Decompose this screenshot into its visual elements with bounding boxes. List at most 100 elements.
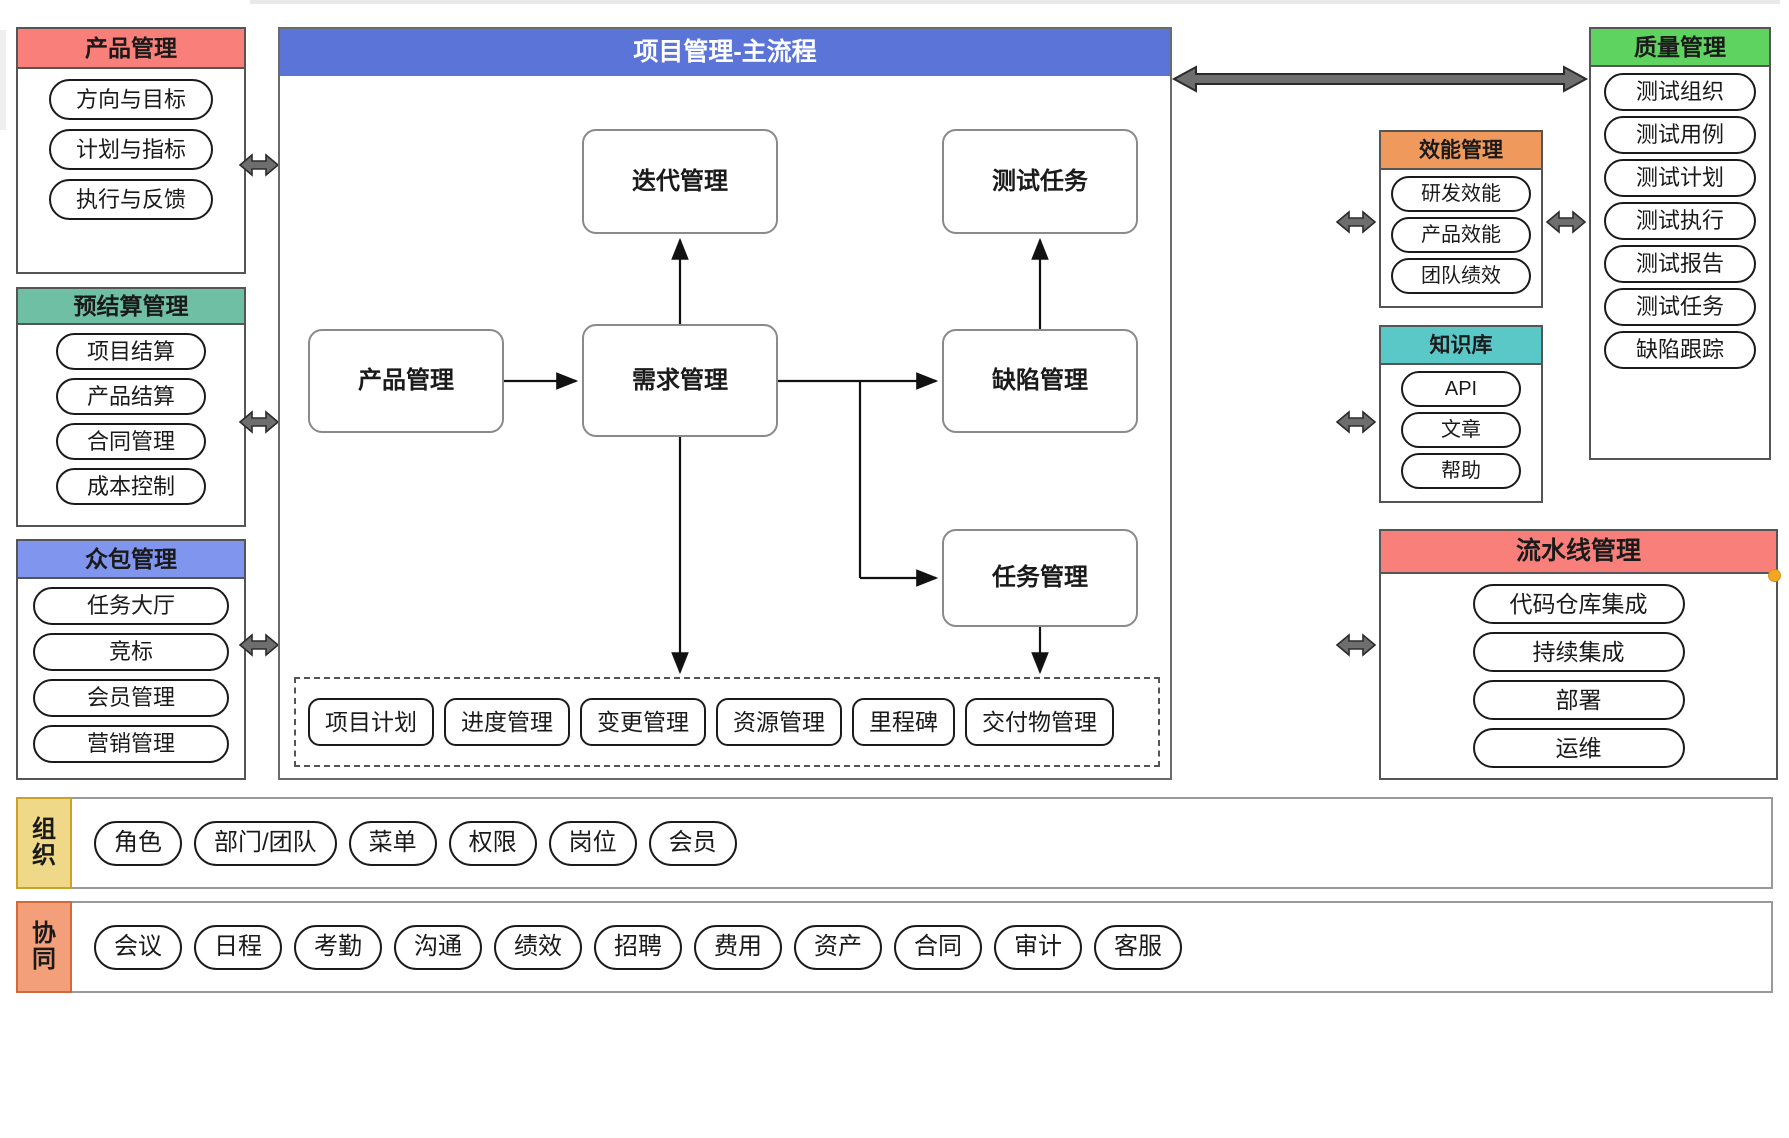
- panel-crowdsourcing-management-title: 众包管理: [18, 541, 244, 579]
- connector-main-to-pipeline-icon: [1335, 633, 1377, 657]
- item-customer-service[interactable]: 客服: [1094, 924, 1182, 970]
- item-product-efficiency[interactable]: 产品效能: [1391, 217, 1531, 253]
- connector-budget-to-main-icon: [238, 410, 280, 434]
- bar-collaboration: 协 同 会议 日程 考勤 沟通 绩效 招聘 费用 资产 合同 审计 客服: [16, 901, 1773, 993]
- item-test-organization[interactable]: 测试组织: [1604, 73, 1756, 111]
- panel-product-management[interactable]: 产品管理 方向与目标 计划与指标 执行与反馈: [16, 27, 246, 274]
- item-menu[interactable]: 菜单: [348, 820, 437, 866]
- node-defect-management[interactable]: 缺陷管理: [942, 329, 1138, 433]
- panel-product-management-items: 方向与目标 计划与指标 执行与反馈: [18, 69, 244, 272]
- item-permission[interactable]: 权限: [448, 820, 537, 866]
- item-team-performance[interactable]: 团队绩效: [1391, 258, 1531, 294]
- item-cost-control[interactable]: 成本控制: [56, 468, 206, 505]
- item-test-report[interactable]: 测试报告: [1604, 245, 1756, 283]
- item-marketing-management[interactable]: 营销管理: [33, 725, 229, 763]
- item-deliverable-management[interactable]: 交付物管理: [965, 698, 1114, 746]
- item-test-execution[interactable]: 测试执行: [1604, 202, 1756, 240]
- item-member[interactable]: 会员: [648, 820, 737, 866]
- bar-collaboration-items: 会议 日程 考勤 沟通 绩效 招聘 费用 资产 合同 审计 客服: [72, 903, 1771, 991]
- panel-quality-management[interactable]: 质量管理 测试组织 测试用例 测试计划 测试执行 测试报告 测试任务 缺陷跟踪: [1589, 27, 1771, 460]
- item-meeting[interactable]: 会议: [94, 924, 182, 970]
- item-direction-goal[interactable]: 方向与目标: [49, 79, 213, 120]
- item-project-settlement[interactable]: 项目结算: [56, 333, 206, 370]
- item-position[interactable]: 岗位: [548, 820, 637, 866]
- item-audit[interactable]: 审计: [994, 924, 1082, 970]
- item-api[interactable]: API: [1401, 371, 1521, 407]
- item-member-management[interactable]: 会员管理: [33, 679, 229, 717]
- item-execute-feedback[interactable]: 执行与反馈: [49, 179, 213, 220]
- connector-product-to-main-icon: [238, 153, 280, 177]
- panel-efficiency-management-items: 研发效能 产品效能 团队绩效: [1381, 170, 1541, 306]
- item-recruitment[interactable]: 招聘: [594, 924, 682, 970]
- panel-pipeline-management-title: 流水线管理: [1381, 531, 1776, 574]
- item-performance[interactable]: 绩效: [494, 924, 582, 970]
- item-defect-tracking[interactable]: 缺陷跟踪: [1604, 331, 1756, 369]
- status-dot-icon: [1768, 569, 1781, 582]
- bar-organization: 组 织 角色 部门/团队 菜单 权限 岗位 会员: [16, 797, 1773, 889]
- node-product-management[interactable]: 产品管理: [308, 329, 504, 433]
- bar-organization-label-char1: 组: [32, 816, 56, 844]
- panel-pipeline-management[interactable]: 流水线管理 代码仓库集成 持续集成 部署 运维: [1379, 529, 1781, 780]
- project-execution-group: 项目计划 进度管理 变更管理 资源管理 里程碑 交付物管理: [294, 677, 1160, 767]
- main-flow-title: 项目管理-主流程: [280, 29, 1170, 76]
- item-deploy[interactable]: 部署: [1472, 680, 1685, 720]
- item-test-case[interactable]: 测试用例: [1604, 116, 1756, 154]
- bar-collaboration-label: 协 同: [16, 901, 72, 993]
- bar-organization-label: 组 织: [16, 797, 72, 889]
- panel-crowdsourcing-management[interactable]: 众包管理 任务大厅 竞标 会员管理 营销管理: [16, 539, 246, 780]
- connector-main-to-quality-icon: [1171, 65, 1589, 93]
- item-change-management[interactable]: 变更管理: [580, 698, 706, 746]
- item-expense[interactable]: 费用: [694, 924, 782, 970]
- item-task-hall[interactable]: 任务大厅: [33, 587, 229, 625]
- item-resource-management[interactable]: 资源管理: [716, 698, 842, 746]
- item-contract[interactable]: 合同: [894, 924, 982, 970]
- left-edge-strip: [0, 30, 6, 130]
- node-iteration-management[interactable]: 迭代管理: [582, 129, 778, 234]
- connector-crowd-to-main-icon: [238, 633, 280, 657]
- item-article[interactable]: 文章: [1401, 412, 1521, 448]
- panel-product-management-title: 产品管理: [18, 29, 244, 69]
- item-rd-efficiency[interactable]: 研发效能: [1391, 176, 1531, 212]
- panel-efficiency-management[interactable]: 效能管理 研发效能 产品效能 团队绩效: [1379, 130, 1543, 308]
- panel-crowdsourcing-management-items: 任务大厅 竞标 会员管理 营销管理: [18, 579, 244, 778]
- item-plan-metric[interactable]: 计划与指标: [49, 129, 213, 170]
- item-operations[interactable]: 运维: [1472, 728, 1685, 768]
- panel-budget-management[interactable]: 预结算管理 项目结算 产品结算 合同管理 成本控制: [16, 287, 246, 527]
- item-project-plan[interactable]: 项目计划: [308, 698, 434, 746]
- panel-efficiency-management-title: 效能管理: [1381, 132, 1541, 170]
- panel-quality-management-title: 质量管理: [1591, 29, 1769, 67]
- panel-knowledge-base-items: API 文章 帮助: [1381, 365, 1541, 501]
- node-task-management[interactable]: 任务管理: [942, 529, 1138, 627]
- node-test-task[interactable]: 测试任务: [942, 129, 1138, 234]
- item-attendance[interactable]: 考勤: [294, 924, 382, 970]
- bar-collaboration-label-char2: 同: [32, 946, 56, 973]
- connector-main-to-efficiency-icon: [1335, 210, 1377, 234]
- item-bidding[interactable]: 竞标: [33, 633, 229, 671]
- bar-organization-items: 角色 部门/团队 菜单 权限 岗位 会员: [72, 799, 1771, 887]
- item-communication[interactable]: 沟通: [394, 924, 482, 970]
- node-demand-management[interactable]: 需求管理: [582, 324, 778, 437]
- panel-knowledge-base[interactable]: 知识库 API 文章 帮助: [1379, 325, 1543, 503]
- connector-efficiency-to-quality-icon: [1545, 210, 1587, 234]
- item-progress-management[interactable]: 进度管理: [444, 698, 570, 746]
- item-department-team[interactable]: 部门/团队: [194, 820, 337, 866]
- item-help[interactable]: 帮助: [1401, 453, 1521, 489]
- panel-budget-management-title: 预结算管理: [18, 289, 244, 325]
- item-schedule[interactable]: 日程: [194, 924, 282, 970]
- item-asset[interactable]: 资产: [794, 924, 882, 970]
- item-product-settlement[interactable]: 产品结算: [56, 378, 206, 415]
- panel-pipeline-management-items: 代码仓库集成 持续集成 部署 运维: [1381, 574, 1776, 778]
- bar-organization-label-char2: 织: [32, 842, 56, 869]
- main-flow-container: 项目管理-主流程 迭代管理 测试任务 产品: [278, 27, 1172, 780]
- item-milestone[interactable]: 里程碑: [852, 698, 955, 746]
- panel-quality-management-items: 测试组织 测试用例 测试计划 测试执行 测试报告 测试任务 缺陷跟踪: [1591, 67, 1769, 458]
- item-test-plan[interactable]: 测试计划: [1604, 159, 1756, 197]
- item-role[interactable]: 角色: [94, 820, 182, 866]
- item-continuous-integration[interactable]: 持续集成: [1472, 632, 1685, 672]
- item-code-repo-integration[interactable]: 代码仓库集成: [1472, 584, 1685, 624]
- item-contract-management[interactable]: 合同管理: [56, 423, 206, 460]
- panel-budget-management-items: 项目结算 产品结算 合同管理 成本控制: [18, 325, 244, 525]
- item-test-task[interactable]: 测试任务: [1604, 288, 1756, 326]
- connector-main-to-knowledge-icon: [1335, 410, 1377, 434]
